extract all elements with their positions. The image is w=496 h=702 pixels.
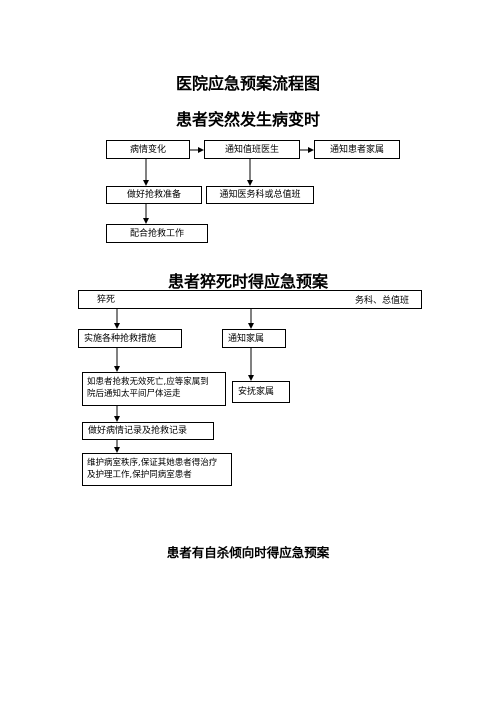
node-label: 通知家属 <box>228 333 265 344</box>
node-label-line2: 及护理工作,保护同病室患者 <box>87 470 192 480</box>
node-label: 配合抢救工作 <box>129 228 184 239</box>
node-label: 通知患者家属 <box>329 144 384 155</box>
section3-heading: 患者有自杀倾向时得应急预案 <box>166 545 330 560</box>
node-prepare-rescue: 做好抢救准备 <box>106 186 202 204</box>
node-label: 做好抢救准备 <box>126 190 181 200</box>
node-rescue-measures: 实施各种抢救措施 <box>78 329 182 348</box>
node-label-line2: 院后通知太平间尸体运走 <box>87 389 181 399</box>
node-records: 做好病情记录及抢救记录 <box>82 422 214 440</box>
section2-heading: 患者猝死时得应急预案 <box>167 272 328 291</box>
node-label-line1: 维护病室秩序,保证其她患者得治疗 <box>87 458 218 468</box>
node-sudden-death: 猝死 <box>78 290 422 309</box>
section1-heading: 患者突然发生病变时 <box>175 110 320 129</box>
node-rescue-failed: 如患者抢救无效死亡,应等家属到 院后通知太平间尸体运走 <box>82 372 226 406</box>
node-label: 实施各种抢救措施 <box>84 333 157 344</box>
node-maintain-order: 维护病室秩序,保证其她患者得治疗 及护理工作,保护同病室患者 <box>82 453 232 486</box>
node-notify-doctor: 通知值班医生 <box>204 140 300 159</box>
node-label: 通知值班医生 <box>224 144 279 155</box>
node-label-line1: 如患者抢救无效死亡,应等家属到 <box>87 377 209 387</box>
node-label: 安抚家属 <box>238 387 275 397</box>
node-cooperate-rescue: 配合抢救工作 <box>106 224 208 243</box>
node-notify-family-2: 通知家属 <box>222 329 286 348</box>
node-notify-family: 通知患者家属 <box>314 140 400 159</box>
node-label: 猝死 <box>97 294 116 305</box>
node-comfort-family: 安抚家属 <box>232 381 290 403</box>
node-label: 病情变化 <box>129 144 166 155</box>
node-condition-change: 病情变化 <box>106 140 190 159</box>
node-notify-dept: 通知医务科或总值班 <box>206 186 314 204</box>
node-notify-dept-fragment: 务科、总值班 <box>355 296 410 306</box>
document-title: 医院应急预案流程图 <box>175 74 320 93</box>
node-label: 通知医务科或总值班 <box>219 190 301 200</box>
node-label: 做好病情记录及抢救记录 <box>88 426 188 436</box>
